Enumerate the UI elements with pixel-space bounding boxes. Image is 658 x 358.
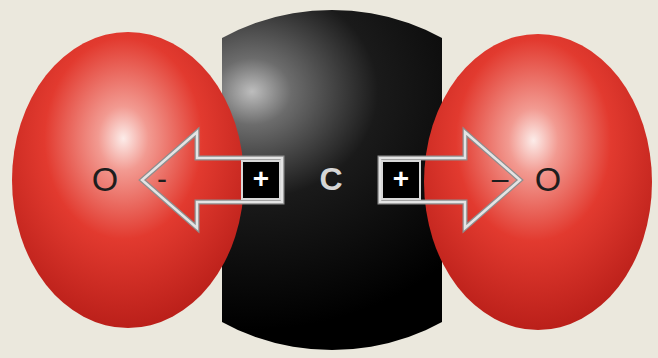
charge-arrow [142,132,282,228]
charge-arrow-group [142,132,282,228]
atom-symbol: O [92,161,118,198]
charge-sign: – [492,164,509,194]
carbon-sphere [222,10,442,350]
charge-arrow [380,132,520,228]
oxygen-sphere [12,32,244,328]
atom-symbol: C [319,162,342,197]
oxygen-sphere [424,34,652,330]
charge-square [242,161,280,199]
atom-label-box: O [520,156,576,203]
atom-label-box: O [68,156,142,203]
charge-sign: + [253,165,269,193]
arrow-shadow [142,132,282,228]
charge-sign: - [157,164,167,194]
arrow-shadow [380,132,520,228]
charge-sign: + [393,165,409,193]
atom-label-box: C [282,157,380,202]
atom-symbol: O [535,161,561,198]
charge-square [382,161,420,199]
charge-arrow-group [380,132,520,228]
